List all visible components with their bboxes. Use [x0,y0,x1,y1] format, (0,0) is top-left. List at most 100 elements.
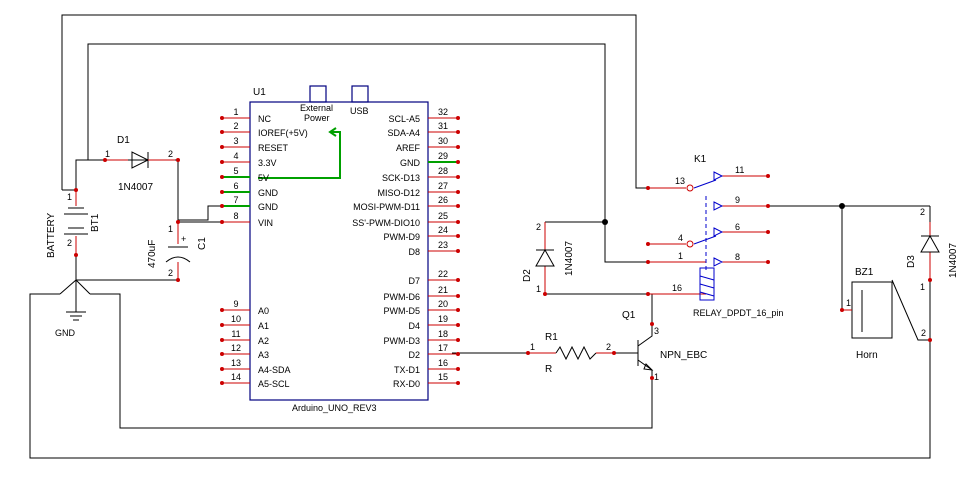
board-pin-dot-left [220,352,224,356]
c1-name: 470uF [147,240,158,268]
pin-dot [646,186,650,190]
battery-name: BATTERY [46,212,57,258]
relay-pin11: 11 [735,165,744,175]
q1-base [632,340,639,366]
board-pin-number-left: 10 [231,314,241,324]
board-pin-number-left: 3 [233,136,238,146]
r1-pin2-num: 2 [606,342,611,352]
r1-zigzag-icon [555,345,597,361]
d3-pin1-num: 1 [920,282,925,292]
relay-pin13: 13 [675,176,685,186]
usb-label: USB [350,106,369,116]
board-pins: 1NC2IOREF(+5V)3RESET43.3V55V6GND7GND8VIN… [220,107,460,389]
pin-dot [176,278,180,282]
board-pin-dot-left [220,175,224,179]
ext-power-label-1: External [300,103,333,113]
board-pin-label-left: VIN [258,218,273,228]
d2-name: 1N4007 [564,241,575,276]
board-pin-dot-right [456,323,460,327]
relay-pin4: 4 [678,233,683,243]
pin-dot [176,158,180,162]
board-pin-label-right: SCK-D13 [382,173,420,183]
relay-common-contact [686,184,694,192]
d3-name: 1N4007 [948,243,959,278]
board-pin-dot-right [456,308,460,312]
d3-ref: D3 [906,255,917,268]
board-pin-label-left: IOREF(+5V) [258,128,308,138]
wire-5v-arrowhead [328,127,337,137]
c1-plus: + [181,234,186,244]
r1-name: R [545,364,552,375]
board-pin-dot-right [456,204,460,208]
q1-pin1-num: 1 [654,372,659,382]
ext-power-label-2: Power [304,113,330,123]
board-pin-dot-left [220,220,224,224]
d1-pin1-num: 1 [105,149,110,159]
c1-ref: C1 [197,237,208,250]
pin-dot [928,278,932,282]
d3-diode-icon [920,234,940,253]
relay-pin6: 6 [735,222,740,232]
u1-name: Arduino_UNO_REV3 [292,403,377,413]
relay-pin8: 8 [735,252,740,262]
ground-symbol: GND [55,311,86,338]
board-pin-number-right: 23 [438,240,448,250]
board-pin-dot-right [456,190,460,194]
pin-dot [646,260,650,264]
q1-name: NPN_EBC [660,350,707,361]
board-pin-number-right: 17 [438,343,448,353]
bz1-pin2-num: 2 [921,328,926,338]
board-pin-number-left: 9 [233,299,238,309]
board-pin-label-left: GND [258,202,279,212]
bz1-name: Horn [856,350,878,361]
wire-gnd-to-d3 [29,293,931,459]
board-pin-label-right: PWM-D9 [384,232,421,242]
board-pin-number-left: 12 [231,343,241,353]
battery-pin1-num: 1 [67,192,72,202]
wire-gnd-to-q1-emitter [90,293,653,429]
board-pin-dot-right [456,220,460,224]
ground-icon [66,311,86,321]
board-pin-number-right: 26 [438,195,448,205]
wire-bt1-to-d1 [75,159,105,190]
junction-dot [602,219,608,225]
board-pin-label-left: A5-SCL [258,379,290,389]
relay-common-contact [686,240,694,248]
bz1-pin1-num: 1 [846,298,851,308]
board-pin-label-right: GND [400,158,421,168]
board-pin-label-right: SCL-A5 [388,114,420,124]
board-pin-number-left: 1 [233,107,238,117]
external-power-connector [309,85,327,103]
relay-coil-windings [699,275,715,297]
relay-pin1: 1 [678,251,683,261]
board-pin-number-left: 6 [233,181,238,191]
relay-k1: K1 13 4 1 16 11 9 6 8 RELAY_DPDT_16_pin [646,154,783,318]
q1-arrow-icon [643,363,654,371]
board-pin-label-left: A4-SDA [258,365,291,375]
board-pin-label-left: 3.3V [258,158,277,168]
board-pin-number-right: 22 [438,269,448,279]
board-pin-label-left: A2 [258,336,269,346]
d2-diode-icon [535,248,555,267]
board-pin-label-left: A0 [258,306,269,316]
pin-dot [103,158,107,162]
d1-diode-icon [128,151,150,169]
board-pin-number-right: 28 [438,166,448,176]
board-pin-dot-right [456,130,460,134]
board-pin-dot-right [456,160,460,164]
board-pin-dot-left [220,323,224,327]
board-pin-dot-right [456,278,460,282]
board-pin-dot-left [220,160,224,164]
pin-dot [646,292,650,296]
board-pin-number-right: 31 [438,121,448,131]
pin-dot [176,220,180,224]
board-pin-label-right: AREF [396,143,421,153]
board-pin-dot-right [456,338,460,342]
pin-dot [766,260,770,264]
relay-pin16: 16 [672,283,682,293]
pin-dot [646,242,650,246]
board-pin-number-right: 32 [438,107,448,117]
board-pin-dot-left [220,116,224,120]
bz1-ref: BZ1 [855,267,874,278]
board-pin-label-left: A3 [258,350,269,360]
